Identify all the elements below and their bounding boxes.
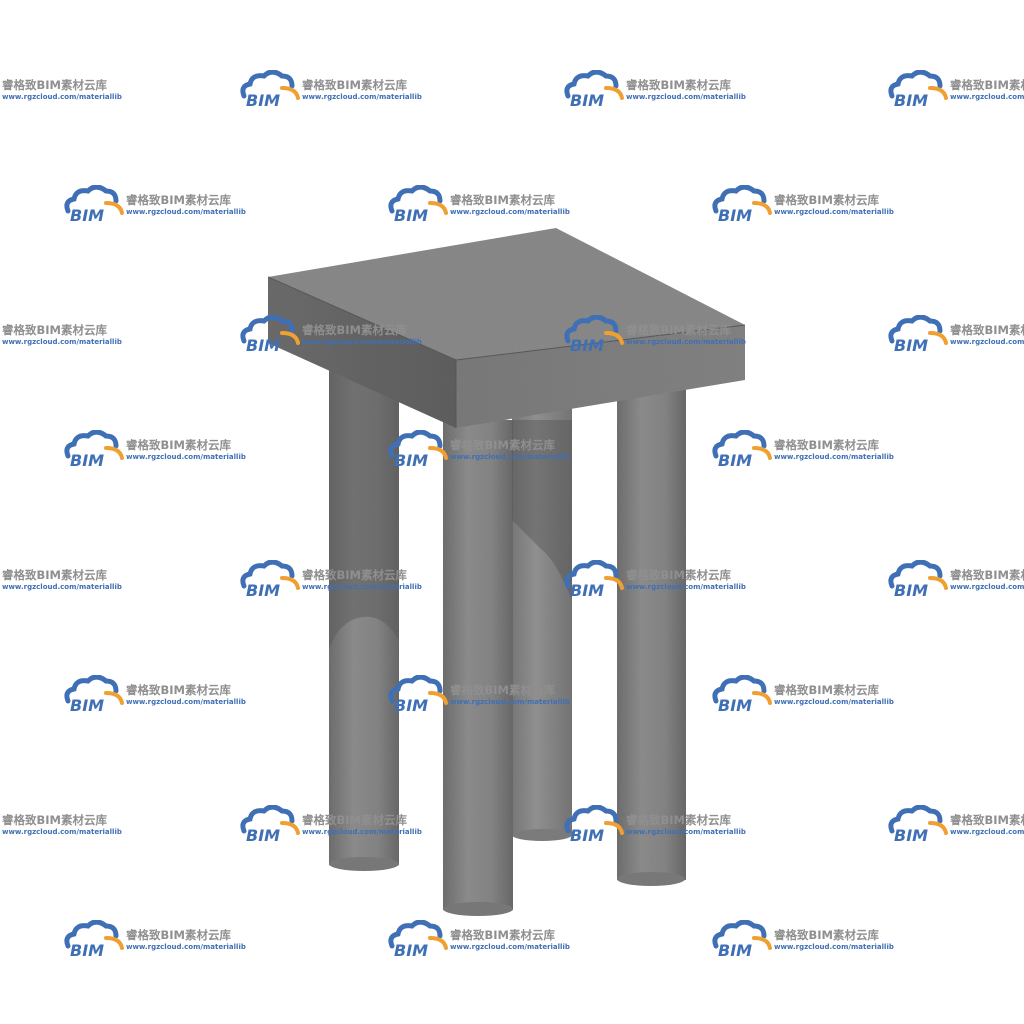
pile-cap bbox=[267, 228, 746, 428]
pile-front-center bbox=[443, 420, 513, 916]
pile-front-right bbox=[617, 385, 686, 886]
pile-shadow bbox=[512, 420, 572, 600]
pile-front-left bbox=[329, 350, 399, 871]
